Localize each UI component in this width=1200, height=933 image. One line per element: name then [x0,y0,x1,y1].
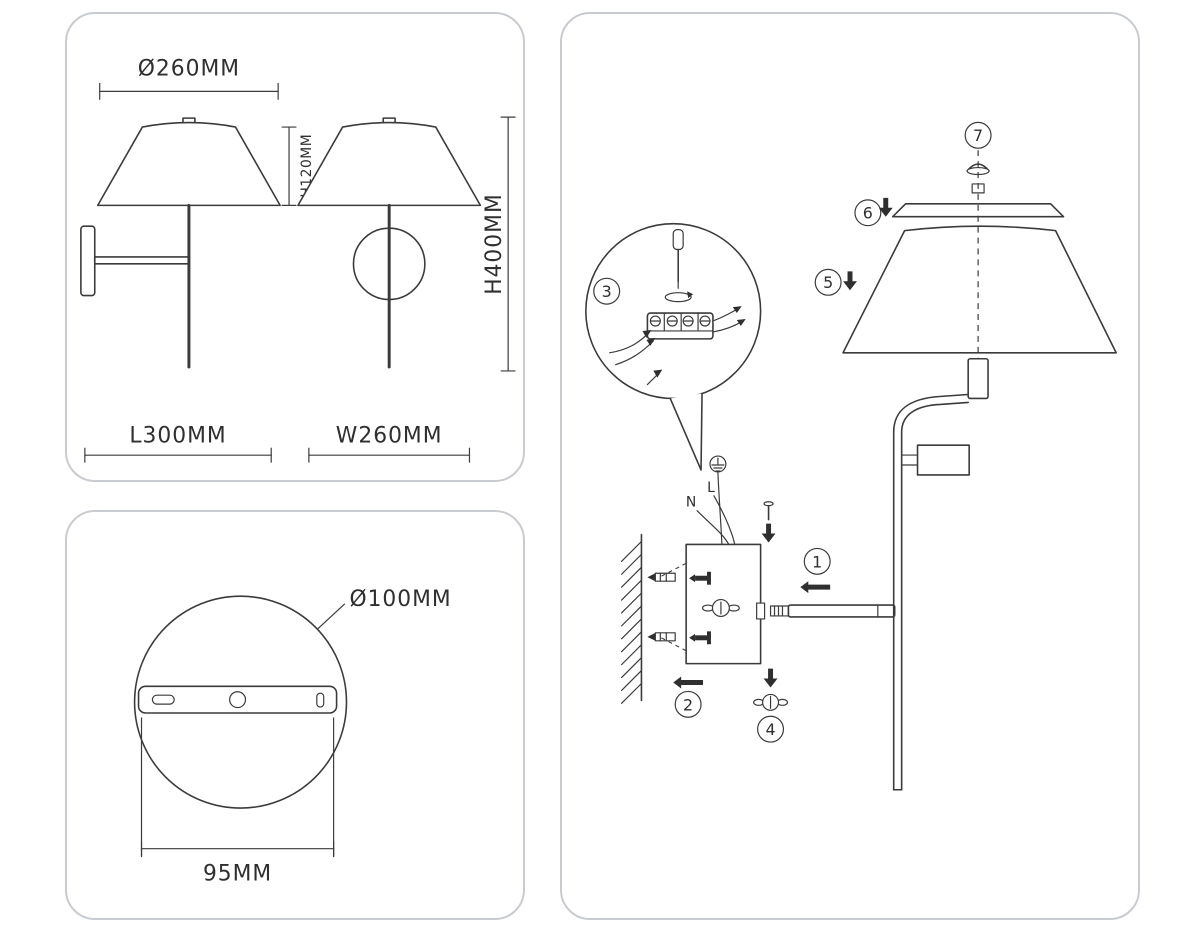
lampshade-outline [297,121,482,207]
lampshade-outline [842,225,1117,354]
terminal-block [646,312,714,340]
wire-arrow-icon [736,319,746,326]
dim-length-label: L300MM [129,423,226,448]
rod-threaded-tip [769,605,790,617]
neutral-wire [696,510,730,546]
step-3-badge: 3 [593,277,621,305]
mounting-hole-center [229,691,247,709]
lamp-front-view [80,117,281,369]
dim-plate-diameter-label: Ø100MM [349,587,451,612]
base-plate-panel: Ø100MM 95MM [65,510,525,920]
wiring-detail-balloon: 3 [585,222,762,471]
wire-arrow-icon [646,337,656,346]
down-arrow-icon [843,271,857,291]
step-5-number: 5 [823,273,833,292]
wall-anchor-icon [647,632,676,642]
plate-screw-icon [689,571,711,585]
dim-hole-spacing-label: 95MM [203,861,272,886]
base-plate-outline [133,595,348,809]
wall-anchor-icon [647,572,676,582]
dim-width: W260MM [308,423,471,463]
wing-nut-icon [753,693,789,711]
neutral-wire-label: N [686,495,696,511]
assembly-panel: 7 6 5 [560,12,1140,920]
wing-knob-icon [701,598,740,618]
down-arrow-icon [761,523,776,543]
mounting-rod [769,604,896,618]
wire-arrow-icon [653,369,663,378]
dimensions-panel: Ø260MM H120MM [65,12,525,482]
step-2-badge: 2 [673,676,704,718]
live-wire-label: L [707,480,715,496]
base-plate-drawing: Ø100MM 95MM [133,587,451,886]
step-6-number: 6 [863,204,873,223]
rotation-arrow-icon [664,291,694,303]
terminal-wires [609,306,746,386]
pole-inner-line [900,401,969,791]
lampshade-outline [96,121,281,207]
step-7-badge: 7 [964,121,992,149]
supply-wiring: L N [686,455,736,546]
left-arrow-icon [673,676,704,689]
balloon-pointer [669,392,703,471]
down-arrow-icon [763,668,778,688]
lamp-socket [967,357,989,400]
wall-section [620,533,643,704]
leader-line [317,603,346,630]
step-3-number: 3 [602,282,612,301]
wall-plate [80,225,96,297]
driver-box [916,444,970,476]
step-1-badge: 1 [800,547,831,594]
dim-total-height: H400MM [482,116,516,372]
wire-arrow-icon [642,329,652,338]
lamp-body [892,357,989,791]
dim-total-height-label: H400MM [482,193,507,295]
dim-plate-diameter: Ø100MM [317,587,451,630]
mounting-slot-right [316,692,325,708]
rod-coupler [756,602,766,620]
dimensions-drawing: Ø260MM H120MM [80,57,516,463]
ground-screw-icon [709,455,727,473]
dim-width-label: W260MM [336,423,443,448]
step-4-badge: 4 [753,668,789,743]
mounting-bar-body [137,685,338,714]
pole-outer-line [892,393,969,791]
dim-shade-diameter: Ø260MM [99,57,279,100]
left-arrow-icon [800,581,831,594]
lampshade-group [842,163,1117,354]
dim-shade-diameter-label: Ø260MM [138,57,240,82]
fixing-screw-top [761,501,776,543]
step-7-number: 7 [973,126,983,145]
live-wire [713,495,736,546]
screwdriver-icon [672,229,684,289]
dim-hole-spacing: 95MM [140,717,335,886]
assembly-drawing: 7 6 5 [585,121,1117,791]
step-6-badge: 6 [854,197,893,227]
mounting-slot-left [151,694,175,705]
step-2-number: 2 [683,695,693,714]
step-4-number: 4 [765,720,775,739]
down-arrow-icon [878,197,893,217]
dim-length: L300MM [84,423,272,463]
plate-screw-icon [689,631,711,645]
mounting-bar [137,685,338,714]
step-1-number: 1 [812,552,822,571]
rod-body [787,604,896,618]
mounting-plate [659,543,766,665]
step-5-badge: 5 [814,268,857,296]
lamp-side-view [297,117,482,369]
wire-arrow-icon [732,306,742,314]
ground-wire [717,472,723,546]
wall-arm [93,256,190,265]
wall-anchors [647,572,676,642]
